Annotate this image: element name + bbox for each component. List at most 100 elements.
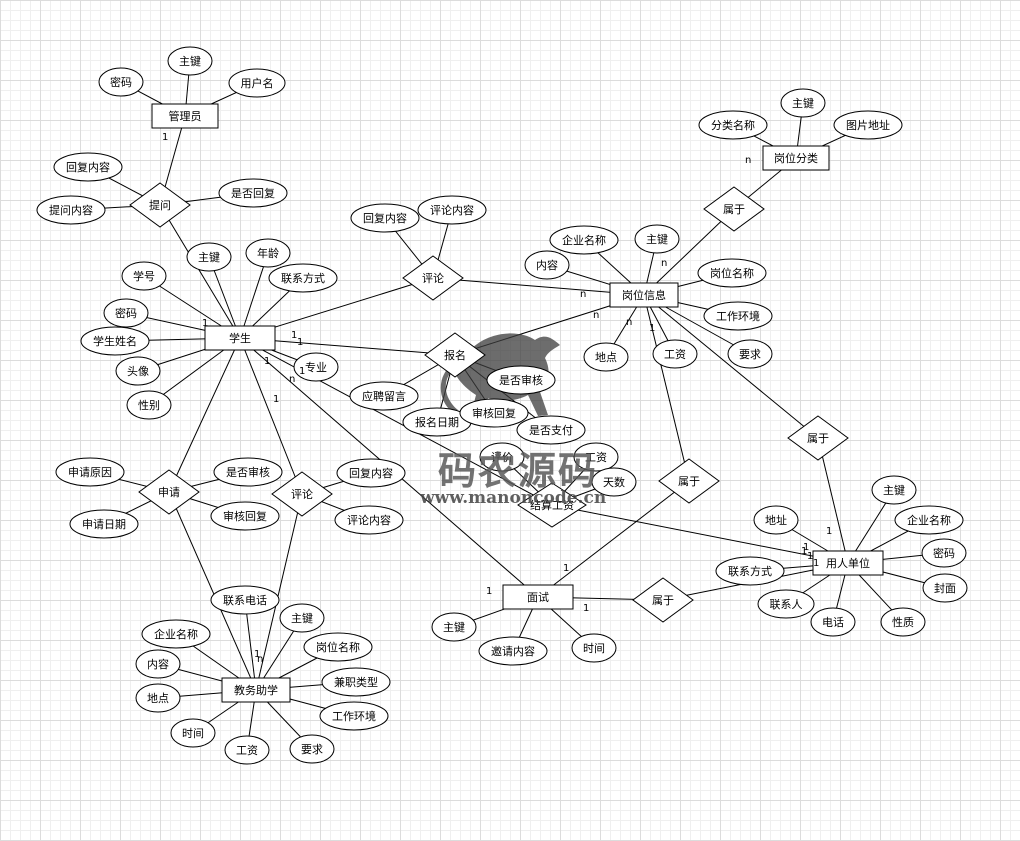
relationship-diamond bbox=[658, 458, 720, 504]
entity-employer[interactable]: 用人单位 bbox=[812, 550, 884, 576]
attribute-t_name[interactable]: 岗位名称 bbox=[303, 632, 373, 662]
attribute-label: 密码 bbox=[110, 75, 132, 89]
attribute-e_pk[interactable]: 主键 bbox=[871, 475, 917, 505]
entity-admin[interactable]: 管理员 bbox=[151, 103, 219, 129]
attribute-a_user[interactable]: 用户名 bbox=[228, 68, 286, 98]
attribute-t_phone[interactable]: 联系电话 bbox=[210, 585, 280, 615]
attribute-c2_reply[interactable]: 回复内容 bbox=[336, 458, 406, 488]
attribute-ellipse bbox=[715, 556, 785, 586]
attribute-sg_reply[interactable]: 审核回复 bbox=[459, 398, 529, 428]
attribute-t_salary[interactable]: 工资 bbox=[224, 735, 270, 765]
relationship-apply[interactable]: 申请 bbox=[138, 469, 200, 515]
relationship-belong3[interactable]: 属于 bbox=[658, 458, 720, 504]
attribute-a_pwd[interactable]: 密码 bbox=[98, 67, 144, 97]
cardinality-label: 1 bbox=[801, 546, 807, 557]
attribute-s_pwd[interactable]: 密码 bbox=[103, 298, 149, 328]
attribute-a_pk[interactable]: 主键 bbox=[167, 46, 213, 76]
attribute-e_phone[interactable]: 电话 bbox=[810, 607, 856, 637]
attribute-ellipse bbox=[591, 467, 637, 497]
attribute-t_content[interactable]: 内容 bbox=[135, 649, 181, 679]
attribute-ap_audit[interactable]: 是否审核 bbox=[213, 457, 283, 487]
entity-student[interactable]: 学生 bbox=[204, 325, 276, 351]
relationship-belong1[interactable]: 属于 bbox=[703, 186, 765, 232]
attribute-ellipse bbox=[486, 365, 556, 395]
attribute-ap_date[interactable]: 申请日期 bbox=[69, 509, 139, 539]
attribute-p_env[interactable]: 工作环境 bbox=[703, 301, 773, 331]
attribute-t_env[interactable]: 工作环境 bbox=[319, 701, 389, 731]
attribute-c1_content[interactable]: 评论内容 bbox=[417, 195, 487, 225]
attribute-e_pwd[interactable]: 密码 bbox=[921, 538, 967, 568]
relationship-belong2[interactable]: 属于 bbox=[787, 415, 849, 461]
relationship-link bbox=[255, 493, 303, 691]
attribute-p_pk[interactable]: 主键 bbox=[634, 224, 680, 254]
attribute-sg_date[interactable]: 报名日期 bbox=[402, 407, 472, 437]
attribute-ap_reason[interactable]: 申请原因 bbox=[55, 457, 125, 487]
attribute-q_content[interactable]: 提问内容 bbox=[36, 195, 106, 225]
attribute-s_no[interactable]: 学号 bbox=[121, 261, 167, 291]
entity-assistant[interactable]: 教务助学 bbox=[221, 677, 291, 703]
attribute-p_content[interactable]: 内容 bbox=[524, 250, 570, 280]
attribute-e_company[interactable]: 企业名称 bbox=[894, 505, 964, 535]
attribute-sl_days[interactable]: 天数 bbox=[591, 467, 637, 497]
relationship-comment1[interactable]: 评论 bbox=[402, 255, 464, 301]
attribute-p_salary[interactable]: 工资 bbox=[652, 339, 698, 369]
attribute-p_req[interactable]: 要求 bbox=[727, 339, 773, 369]
attribute-t_type[interactable]: 兼职类型 bbox=[321, 667, 391, 697]
attribute-label: 用户名 bbox=[241, 76, 274, 90]
attribute-sl_eval[interactable]: 评价 bbox=[479, 442, 525, 472]
attribute-t_pk[interactable]: 主键 bbox=[279, 603, 325, 633]
entity-position[interactable]: 岗位信息 bbox=[609, 282, 679, 308]
attribute-cat_img[interactable]: 图片地址 bbox=[833, 110, 903, 140]
attribute-s_pk[interactable]: 主键 bbox=[186, 242, 232, 272]
relationship-comment2[interactable]: 评论 bbox=[271, 471, 333, 517]
attribute-sg_msg[interactable]: 应聘留言 bbox=[349, 381, 419, 411]
attribute-cat_pk[interactable]: 主键 bbox=[780, 88, 826, 118]
attribute-e_contact[interactable]: 联系方式 bbox=[715, 556, 785, 586]
attribute-t_req[interactable]: 要求 bbox=[289, 734, 335, 764]
relationship-signup[interactable]: 报名 bbox=[424, 332, 486, 378]
attribute-s_major[interactable]: 专业 bbox=[293, 352, 339, 382]
attribute-c1_reply[interactable]: 回复内容 bbox=[350, 203, 420, 233]
attribute-i_pk[interactable]: 主键 bbox=[431, 612, 477, 642]
attribute-q_isreply[interactable]: 是否回复 bbox=[218, 178, 288, 208]
attribute-e_person[interactable]: 联系人 bbox=[757, 589, 815, 619]
attribute-q_reply[interactable]: 回复内容 bbox=[53, 152, 123, 182]
relationship-link bbox=[239, 337, 303, 495]
attribute-t_company[interactable]: 企业名称 bbox=[141, 619, 211, 649]
attribute-ellipse bbox=[810, 607, 856, 637]
relationship-salary[interactable]: 结算工资 bbox=[517, 482, 587, 528]
attribute-c2_content[interactable]: 评论内容 bbox=[334, 505, 404, 535]
attribute-cat_name[interactable]: 分类名称 bbox=[698, 110, 768, 140]
attribute-sg_paid[interactable]: 是否支付 bbox=[516, 415, 586, 445]
attribute-e_nature[interactable]: 性质 bbox=[880, 607, 926, 637]
attribute-label: 岗位名称 bbox=[316, 640, 360, 654]
relationship-ask[interactable]: 提问 bbox=[129, 182, 191, 228]
attribute-s_avatar[interactable]: 头像 bbox=[115, 356, 161, 386]
attribute-e_cover[interactable]: 封面 bbox=[922, 573, 968, 603]
attribute-label: 主键 bbox=[883, 483, 905, 497]
entity-category[interactable]: 岗位分类 bbox=[762, 145, 830, 171]
relationship-belong4[interactable]: 属于 bbox=[632, 577, 694, 623]
attribute-e_addr[interactable]: 地址 bbox=[753, 505, 799, 535]
attribute-s_name[interactable]: 学生姓名 bbox=[80, 326, 150, 356]
attribute-t_place[interactable]: 地点 bbox=[135, 683, 181, 713]
attribute-ap_reply[interactable]: 审核回复 bbox=[210, 501, 280, 531]
attribute-sl_salary[interactable]: 工资 bbox=[573, 442, 619, 472]
relationship-diamond bbox=[787, 415, 849, 461]
attribute-s_gender[interactable]: 性别 bbox=[126, 390, 172, 420]
attribute-p_place[interactable]: 地点 bbox=[583, 342, 629, 372]
attribute-i_invite[interactable]: 邀请内容 bbox=[478, 636, 548, 666]
attribute-i_time[interactable]: 时间 bbox=[571, 633, 617, 663]
entity-interview[interactable]: 面试 bbox=[502, 584, 574, 610]
attribute-sg_audit[interactable]: 是否审核 bbox=[486, 365, 556, 395]
attribute-s_contact[interactable]: 联系方式 bbox=[268, 263, 338, 293]
attribute-t_time[interactable]: 时间 bbox=[170, 718, 216, 748]
attribute-label: 内容 bbox=[536, 258, 558, 272]
attribute-label: 地点 bbox=[595, 351, 617, 364]
cardinality-label: n bbox=[626, 317, 632, 328]
attribute-p_company[interactable]: 企业名称 bbox=[549, 225, 619, 255]
attribute-s_age[interactable]: 年龄 bbox=[245, 238, 291, 268]
attribute-p_name[interactable]: 岗位名称 bbox=[697, 258, 767, 288]
attribute-ellipse bbox=[634, 224, 680, 254]
attribute-ellipse bbox=[167, 46, 213, 76]
